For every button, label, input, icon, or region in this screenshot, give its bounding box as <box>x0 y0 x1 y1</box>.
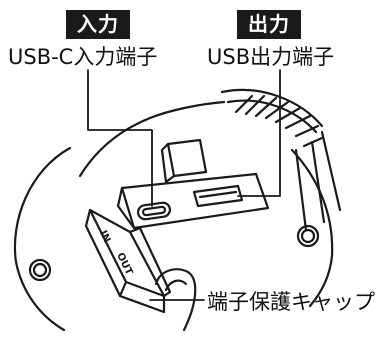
usb-a-port <box>192 184 244 208</box>
usb-c-port <box>136 201 172 221</box>
usb-c-input-port-label: USB-C入力端子 <box>8 45 158 69</box>
usb-output-port-label: USB出力端子 <box>207 45 335 69</box>
screw-hole-right-inner <box>300 228 316 244</box>
terminal-cap-label: 端子保護キャップ <box>207 290 375 314</box>
fan-grille <box>220 88 342 232</box>
cap-strap-loop-inner <box>164 279 188 292</box>
port-housing <box>120 172 270 230</box>
cap-in-engraving: IN <box>97 229 112 245</box>
fan-housing-rim <box>78 100 226 178</box>
port-housing-lip <box>116 186 136 230</box>
screw-hole-right <box>296 224 320 248</box>
cap-tether-tab <box>166 138 208 178</box>
terminal-protection-cap <box>84 208 172 314</box>
cap-tether-tab-side <box>160 142 176 184</box>
input-badge: 入力 <box>66 10 130 39</box>
usb-c-port-inner <box>141 205 167 217</box>
screw-hole-left <box>28 258 52 282</box>
usb-a-port-tongue <box>198 190 238 199</box>
fan-housing-right-edge <box>290 148 334 308</box>
cap-strap-loop <box>154 268 197 332</box>
screw-hole-left-inner <box>32 262 48 278</box>
input-leader-line <box>87 69 153 207</box>
output-leader-line <box>237 69 281 197</box>
output-badge: 出力 <box>237 10 301 39</box>
fan-housing-outline <box>13 146 72 332</box>
